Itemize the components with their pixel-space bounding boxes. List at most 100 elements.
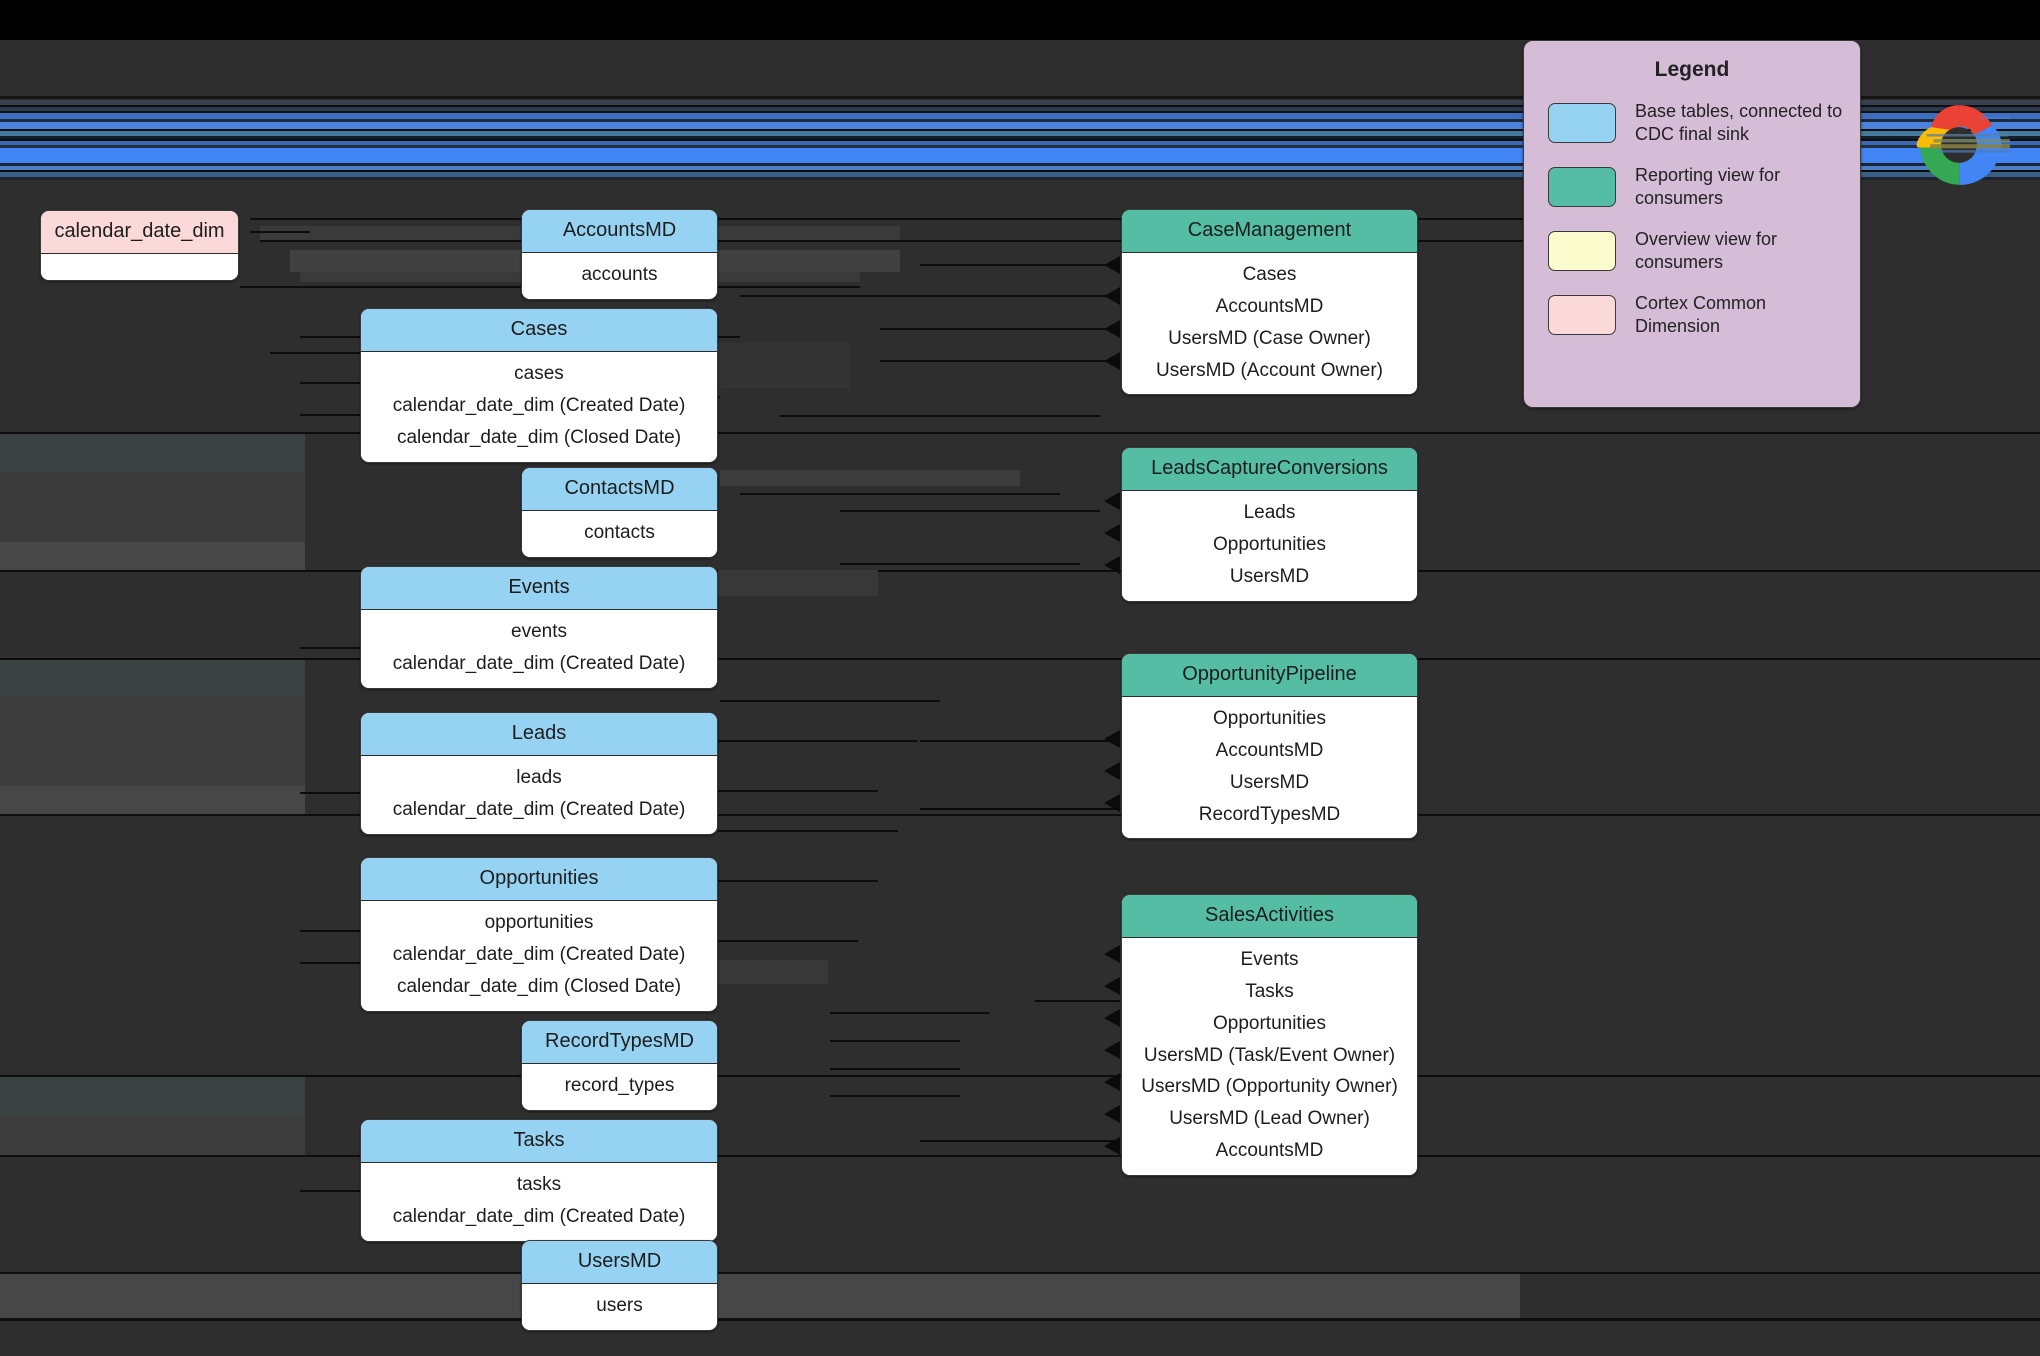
- banding-artifact: [260, 240, 1720, 242]
- entity-node-row: Leads: [1243, 502, 1296, 523]
- banding-artifact: [0, 1155, 2040, 1157]
- legend-swatch-base: [1548, 103, 1616, 144]
- edge-arrowhead: [1104, 524, 1120, 542]
- entity-node-body: tasks calendar_date_dim (Created Date): [361, 1163, 717, 1241]
- logo-glitch-line: [1930, 144, 2010, 149]
- edge-line: [300, 414, 368, 416]
- edge-arrowhead: [1104, 762, 1120, 780]
- banding-artifact: [0, 786, 305, 814]
- edge-arrowhead: [1104, 556, 1120, 574]
- edge-line: [920, 264, 1120, 266]
- logo-yellow-arc-2: [1916, 127, 1950, 148]
- edge-line: [920, 740, 1120, 742]
- entity-node-row: opportunities: [484, 912, 594, 933]
- banding-artifact: [718, 570, 878, 596]
- entity-node-row: UsersMD (Case Owner): [1168, 327, 1371, 349]
- legend-label: Overview view for consumers: [1635, 229, 1778, 273]
- banding-artifact: [0, 696, 305, 786]
- logo-glitch-line: [1933, 139, 2010, 143]
- banding-artifact: [0, 1117, 305, 1155]
- entity-node-row: calendar_date_dim (Closed Date): [396, 975, 682, 997]
- entity-node-row: Opportunities: [1212, 708, 1326, 729]
- entity-node-row: users: [596, 1295, 643, 1316]
- legend-item-view: Reporting view for consumers: [1548, 164, 1860, 210]
- banding-artifact: [830, 1095, 960, 1097]
- edge-line: [300, 1190, 368, 1192]
- edge-arrowhead: [1104, 977, 1120, 995]
- edge-arrowhead: [1104, 320, 1120, 338]
- edge-line: [250, 231, 310, 233]
- edge-arrowhead: [1104, 352, 1120, 370]
- entity-node-body: record_types: [522, 1064, 717, 1110]
- entity-node-row: events: [511, 621, 567, 642]
- entity-node-row: Cases: [1242, 264, 1297, 285]
- entity-node-title: Events: [361, 567, 717, 610]
- banding-artifact: [718, 880, 878, 882]
- banding-artifact: [0, 1077, 305, 1117]
- legend-rows: Base tables, connected to CDC final sink…: [1524, 100, 1860, 338]
- entity-node-title: RecordTypesMD: [522, 1021, 717, 1064]
- edge-line: [300, 962, 368, 964]
- edge-line: [880, 328, 1120, 330]
- legend-panel: Legend Base tables, connected to CDC fin…: [1523, 40, 1861, 408]
- banding-artifact: [0, 660, 305, 696]
- entity-node-row: calendar_date_dim (Created Date): [392, 652, 686, 674]
- entity-node-title: SalesActivities: [1122, 895, 1417, 938]
- edge-line: [1035, 1000, 1120, 1002]
- legend-item-dimension: Cortex Common Dimension: [1548, 292, 1860, 338]
- edge-arrowhead: [1104, 256, 1120, 274]
- entity-node-title: OpportunityPipeline: [1122, 654, 1417, 697]
- banding-artifact: [0, 658, 2040, 660]
- entity-node-row: tasks: [516, 1174, 562, 1195]
- logo-glitch-line: [1979, 116, 2014, 119]
- edge-line: [880, 360, 1120, 362]
- edge-arrowhead: [1104, 794, 1120, 812]
- banding-artifact: [718, 790, 878, 792]
- banding-artifact: [718, 740, 918, 742]
- banding-artifact: [0, 1318, 2040, 1321]
- edge-line: [300, 647, 368, 649]
- banding-artifact: [830, 1012, 990, 1014]
- banding-artifact: [0, 432, 2040, 434]
- top-black-band: [0, 0, 2040, 40]
- entity-node-row: UsersMD: [1229, 565, 1310, 587]
- banding-artifact: [718, 830, 898, 832]
- banding-artifact: [0, 472, 305, 542]
- edge-arrowhead: [1104, 730, 1120, 748]
- banding-artifact: [0, 1274, 1520, 1318]
- edge-line: [920, 808, 1120, 810]
- entity-node-row: UsersMD (Opportunity Owner): [1141, 1076, 1398, 1098]
- edge-line: [920, 1140, 1120, 1142]
- banding-artifact: [780, 415, 1100, 417]
- google-cloud-logo: [1908, 100, 2014, 190]
- legend-label: Base tables, connected to CDC final sink: [1635, 101, 1843, 145]
- legend-label: Reporting view for consumers: [1635, 165, 1781, 209]
- banding-artifact: [720, 470, 1020, 486]
- entity-node-row: Tasks: [1245, 980, 1294, 1002]
- entity-node-row: calendar_date_dim (Created Date): [392, 1205, 686, 1227]
- entity-node-body: [41, 254, 238, 280]
- edge-line: [300, 382, 368, 384]
- entity-node-row: UsersMD: [1229, 771, 1310, 793]
- banding-artifact: [840, 563, 1080, 565]
- entity-node-calendar_date_dim[interactable]: calendar_date_dim: [40, 210, 239, 281]
- entity-node-Events[interactable]: Events events calendar_date_dim (Created D…: [360, 566, 718, 689]
- banding-artifact: [830, 1068, 960, 1070]
- entity-node-body: users: [522, 1284, 717, 1330]
- entity-node-row: calendar_date_dim (Created Date): [392, 394, 686, 416]
- legend-item-base: Base tables, connected to CDC final sink: [1548, 100, 1860, 146]
